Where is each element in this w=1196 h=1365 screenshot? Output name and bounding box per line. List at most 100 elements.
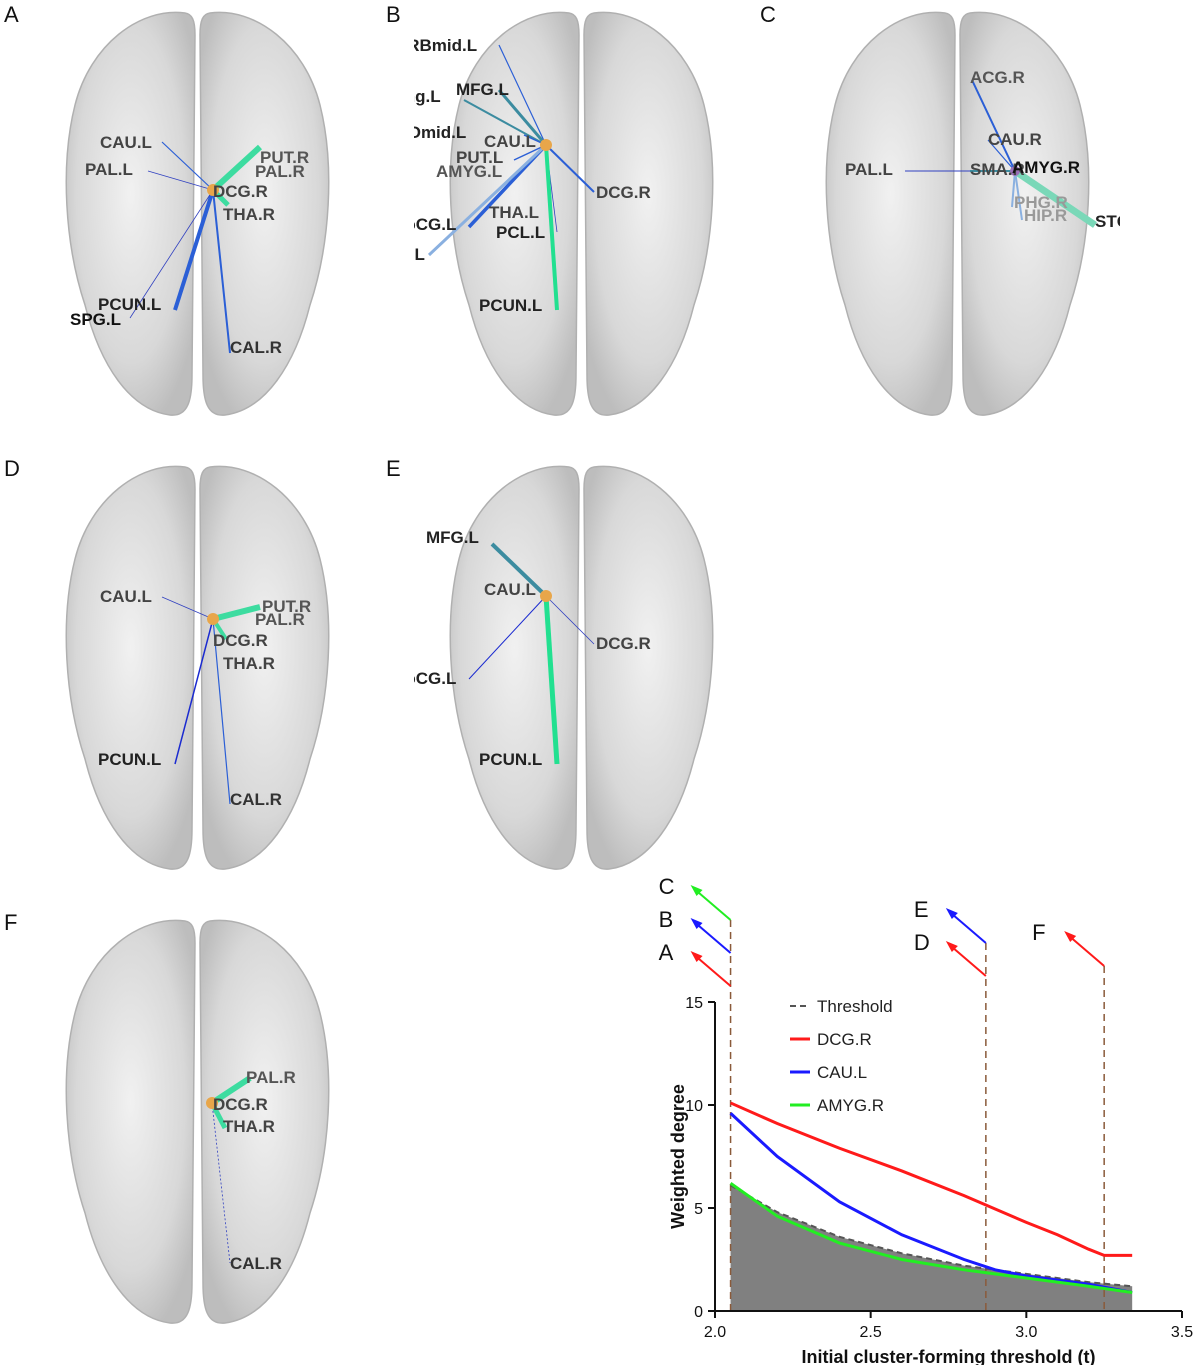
node-label-pocg-l: PoCG.L (414, 669, 456, 688)
right-hemisphere (583, 465, 714, 870)
marker-arrowhead-E (945, 908, 958, 919)
marker-letter-C: C (659, 874, 675, 899)
marker-letter-D: D (914, 930, 930, 955)
threshold-area (730, 1185, 1133, 1311)
node-label-mfg-l: MFG.L (426, 528, 479, 547)
panel-letter-c: C (760, 2, 776, 27)
panel-letter-e: E (386, 456, 401, 481)
node-label-tha-l: THA.L (489, 203, 539, 222)
right-hemisphere (583, 11, 714, 416)
legend-label-1: DCG.R (817, 1030, 872, 1049)
right-hemisphere (199, 465, 330, 870)
y-tick-label: 15 (685, 995, 703, 1012)
node-label-dcg-r: DCG.R (213, 631, 268, 650)
left-hemisphere (825, 11, 956, 416)
y-tick-label: 0 (694, 1304, 703, 1321)
node-label-cal-r: CAL.R (230, 1254, 282, 1273)
marker-arrow-A (694, 955, 732, 987)
legend-label-0: Threshold (817, 997, 893, 1016)
node-label-ifgtriang-l: IFGtriang.L (414, 87, 441, 106)
node-label-dcg-r: DCG.R (596, 634, 651, 653)
node-label-pcl-l: PCL.L (496, 223, 545, 242)
marker-letter-E: E (914, 897, 929, 922)
node-label-cau-r: CAU.R (988, 130, 1042, 149)
x-axis-label: Initial cluster-forming threshold (t) (801, 1347, 1095, 1365)
node-label-hip-r: HIP.R (1024, 206, 1067, 225)
marker-letter-F: F (1032, 920, 1045, 945)
node-label-cal-r: CAL.R (230, 790, 282, 809)
x-tick-label: 3.0 (1015, 1324, 1037, 1341)
brain-panel-a: CAU.L PAL.L PUT.R PAL.R DCG.R THA.R PCUN… (65, 11, 330, 416)
legend-label-2: CAU.L (817, 1063, 867, 1082)
node-label-put-l: PUT.L (456, 148, 503, 167)
node-label-spg-l: SPG.L (70, 310, 121, 329)
marker-arrow-F (1068, 935, 1105, 967)
panel-letter-f: F (4, 910, 18, 935)
right-hemisphere (199, 919, 330, 1324)
series-line-threshold (730, 1184, 1133, 1288)
left-hemisphere (65, 11, 196, 416)
node-label-amyg-r: AMYG.R (1012, 158, 1080, 177)
node-label-pal-r: PAL.R (255, 610, 305, 629)
node-label-tpomid-l: TPOmid.L (414, 123, 466, 142)
marker-arrow-B (694, 922, 732, 954)
brain-panel-c: ACG.R CAU.R PAL.L SMA.R AMYG.R PHG.R HIP… (825, 11, 1120, 416)
right-hemisphere (199, 11, 330, 416)
marker-letter-B: B (659, 907, 674, 932)
marker-arrowhead-A (690, 951, 703, 962)
brain-panel-b: ORBmid.L MFG.L IFGtriang.L TPOmid.L CAU.… (414, 11, 714, 416)
node-label-dcg-r: DCG.R (213, 1095, 268, 1114)
node-label-pcun-l: PCUN.L (479, 750, 542, 769)
node-label-cal-r: CAL.R (230, 338, 282, 357)
node-label-sma-r: SMA.R (970, 160, 1025, 179)
marker-arrowhead-C (690, 885, 703, 896)
brain-panel-e: MFG.L CAU.L DCG.R PoCG.L PCUN.L (414, 465, 714, 870)
node-label-mfg-l: MFG.L (456, 80, 509, 99)
panel-letter-a: A (4, 2, 19, 27)
marker-arrowhead-D (945, 941, 958, 952)
node-label-amyg-l: AMYG.L (436, 162, 502, 181)
node-label-mtg-l: MTG.L (414, 245, 425, 264)
node-label-tha-r: THA.R (223, 205, 275, 224)
y-tick-label: 10 (685, 1098, 703, 1115)
marker-arrow-C (694, 889, 732, 921)
node-label-tha-r: THA.R (223, 654, 275, 673)
node-label-put-r: PUT.R (260, 148, 309, 167)
node-label-pal-r: PAL.R (246, 1068, 296, 1087)
y-tick-label: 5 (694, 1201, 703, 1218)
node-label-phg-r: PHG.R (1014, 193, 1068, 212)
node-label-cau-l: CAU.L (484, 580, 536, 599)
y-axis-label: Weighted degree (668, 1084, 688, 1229)
node-label-cau-l: CAU.L (484, 132, 536, 151)
node-label-orbmid-l: ORBmid.L (414, 36, 477, 55)
marker-letter-A: A (659, 940, 674, 965)
node-label-pocg-l: PoCG.L (414, 215, 456, 234)
series-line-cau-l (729, 1112, 1133, 1294)
brain-panel-d: CAU.L PUT.R PAL.R DCG.R THA.R PCUN.L CAL… (65, 465, 330, 870)
node-label-tha-r: THA.R (223, 1117, 275, 1136)
left-hemisphere (65, 919, 196, 1324)
series-line-dcg-r (729, 1101, 1133, 1257)
node-label-pal-l: PAL.L (845, 160, 893, 179)
node-label-pcun-l: PCUN.L (98, 750, 161, 769)
marker-arrowhead-F (1064, 931, 1077, 942)
left-hemisphere (65, 465, 196, 870)
left-hemisphere (449, 465, 580, 870)
x-tick-label: 3.5 (1171, 1324, 1193, 1341)
panel-letter-d: D (4, 456, 20, 481)
node-label-pal-l: PAL.L (85, 160, 133, 179)
node-label-stg-r: STG.R (1095, 212, 1120, 231)
marker-arrow-E (950, 912, 987, 944)
node-label-pcun-l: PCUN.L (98, 295, 161, 314)
marker-arrow-D (950, 945, 987, 977)
panel-letter-b: B (386, 2, 401, 27)
marker-arrowhead-B (690, 918, 703, 929)
x-tick-label: 2.0 (704, 1324, 726, 1341)
series-line-amyg-r (729, 1182, 1133, 1294)
node-label-acg-r: ACG.R (970, 68, 1025, 87)
node-label-pcun-l: PCUN.L (479, 296, 542, 315)
brain-panel-f: PAL.R DCG.R THA.R CAL.R (65, 919, 330, 1324)
node-label-pal-r: PAL.R (255, 162, 305, 181)
node-label-dcg-r: DCG.R (213, 182, 268, 201)
